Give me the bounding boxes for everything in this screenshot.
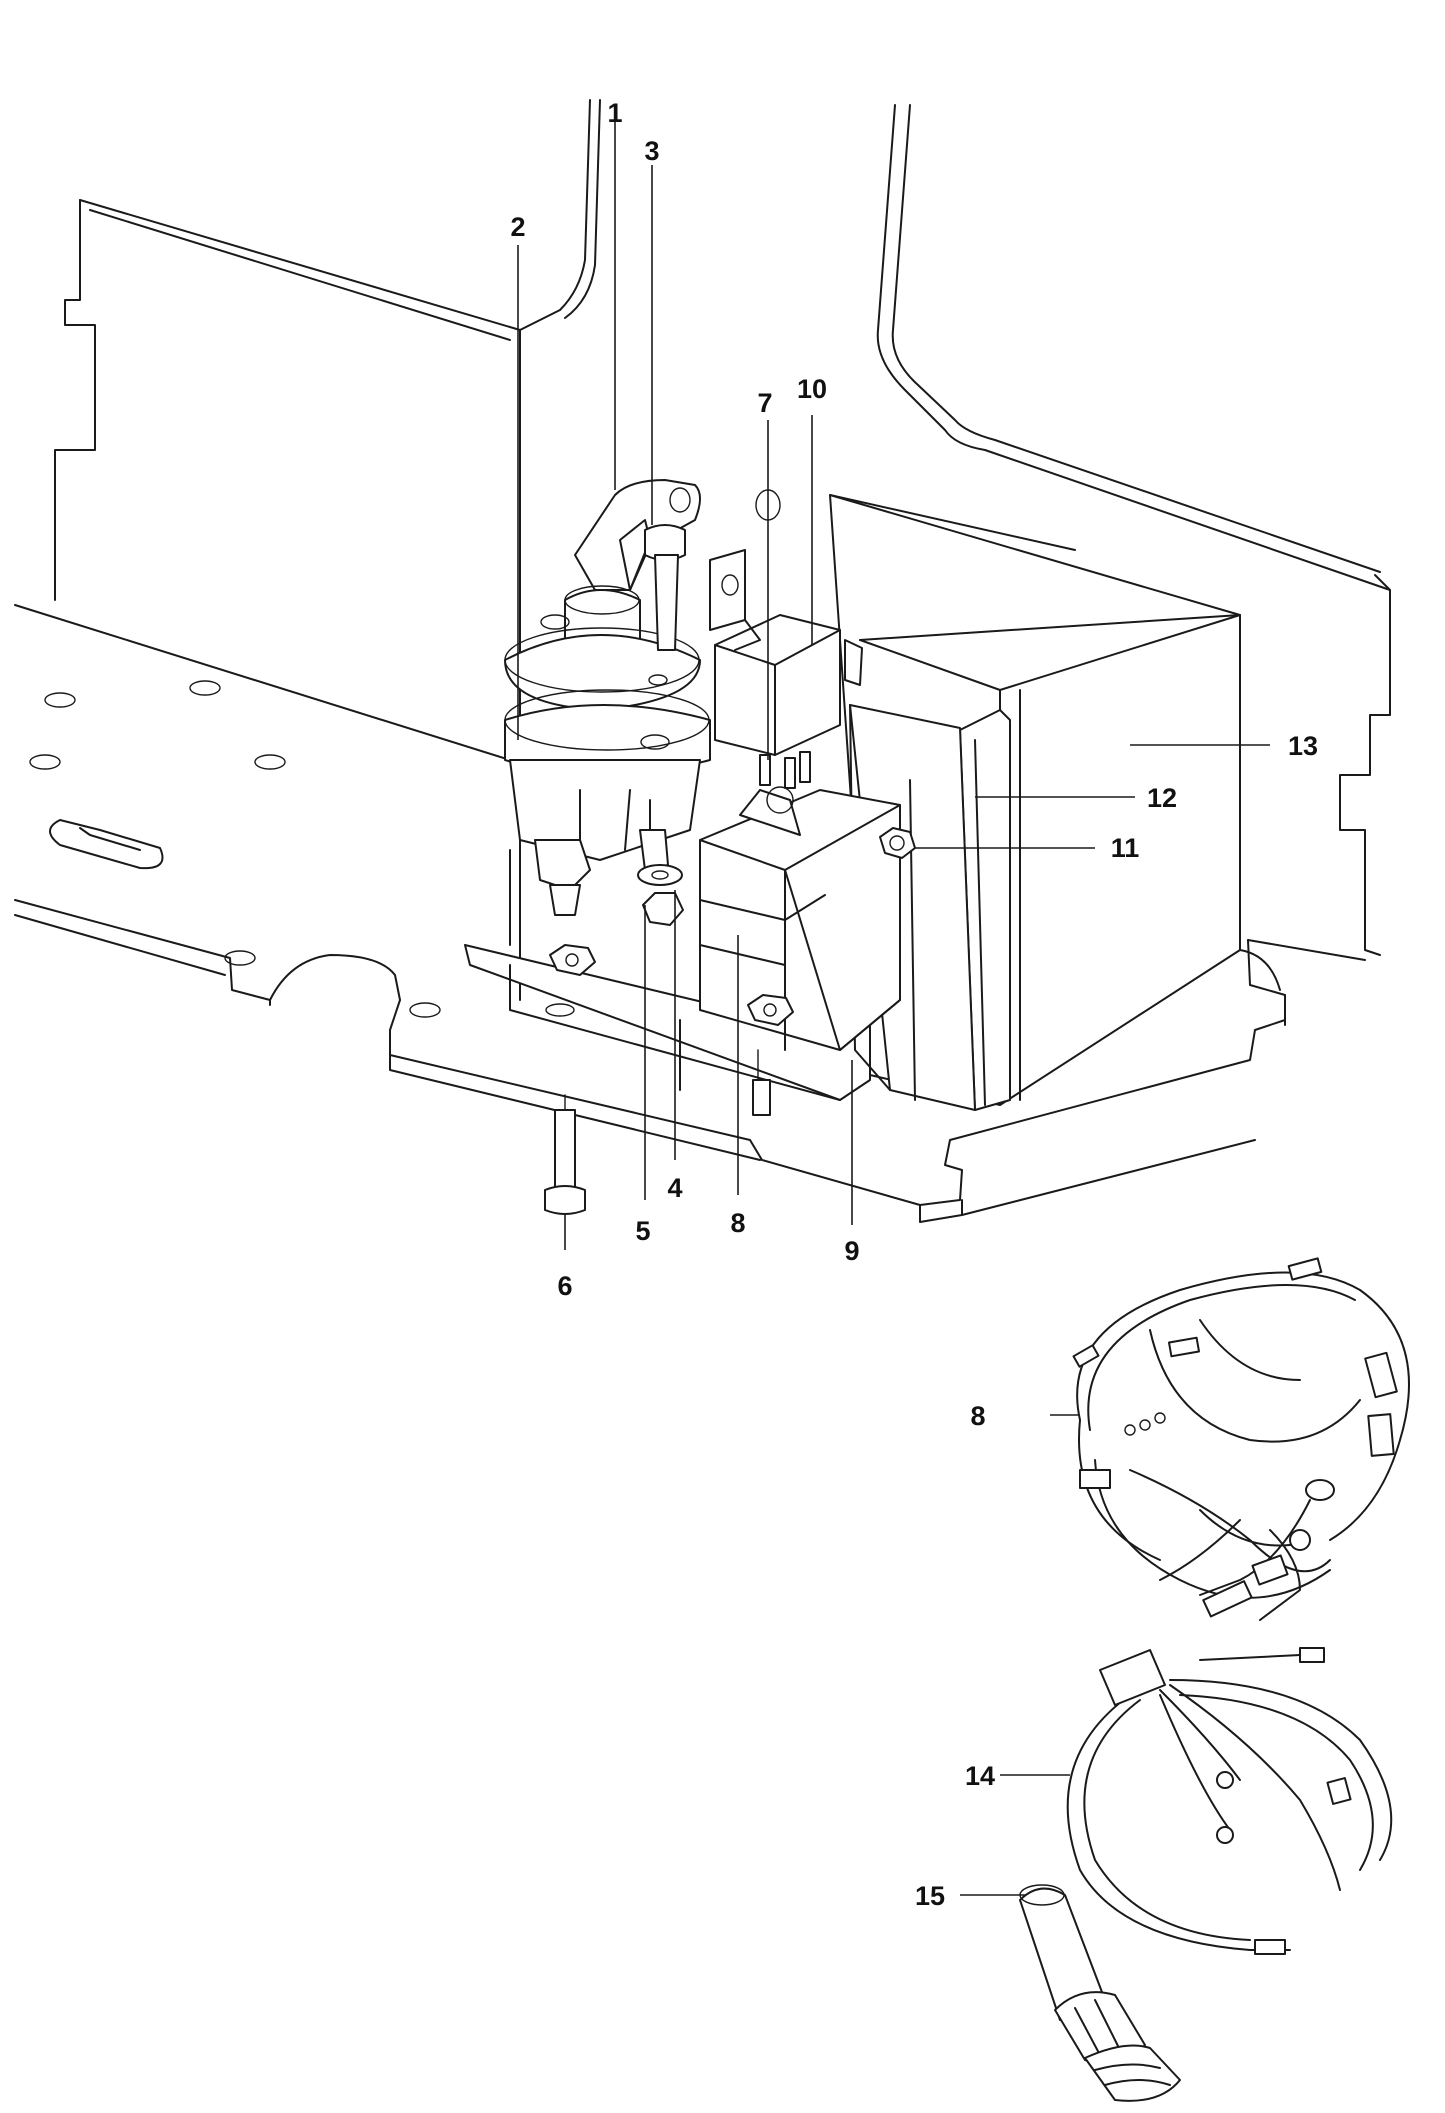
callout-5: 5 bbox=[635, 1216, 650, 1246]
callout-3: 3 bbox=[644, 136, 659, 166]
callout-4: 4 bbox=[667, 1173, 682, 1203]
control-module bbox=[699, 786, 901, 1051]
plug-15 bbox=[1019, 1884, 1181, 2102]
callout-labels: 1 2 3 4 5 6 7 8 8 9 10 11 12 13 14 15 bbox=[510, 98, 1318, 1911]
washer-nut-4-5 bbox=[637, 864, 684, 926]
screws-6 bbox=[544, 1049, 771, 1215]
relay-mount-tab bbox=[709, 489, 781, 651]
callout-13: 13 bbox=[1288, 731, 1318, 761]
cable-14 bbox=[1066, 1647, 1393, 1955]
callout-11: 11 bbox=[1111, 833, 1140, 863]
ignition-switch bbox=[504, 479, 711, 916]
callout-14: 14 bbox=[965, 1761, 995, 1791]
callout-10: 10 bbox=[797, 374, 827, 404]
bracket-nuts bbox=[549, 944, 794, 1026]
callout-8: 8 bbox=[730, 1208, 745, 1238]
callout-1: 1 bbox=[607, 98, 622, 128]
callout-9: 9 bbox=[844, 1236, 859, 1266]
callout-15: 15 bbox=[915, 1881, 945, 1911]
wire-harness bbox=[1072, 1257, 1410, 1621]
frame-right-panel bbox=[876, 104, 1391, 961]
callout-12: 12 bbox=[1147, 783, 1177, 813]
relay-10 bbox=[714, 614, 863, 789]
callout-2: 2 bbox=[510, 212, 525, 242]
callout-7: 7 bbox=[757, 388, 772, 418]
base-plate bbox=[14, 604, 1286, 1223]
leader-lines bbox=[517, 118, 1270, 1896]
callout-8-harness: 8 bbox=[970, 1401, 985, 1431]
callout-6: 6 bbox=[557, 1271, 572, 1301]
